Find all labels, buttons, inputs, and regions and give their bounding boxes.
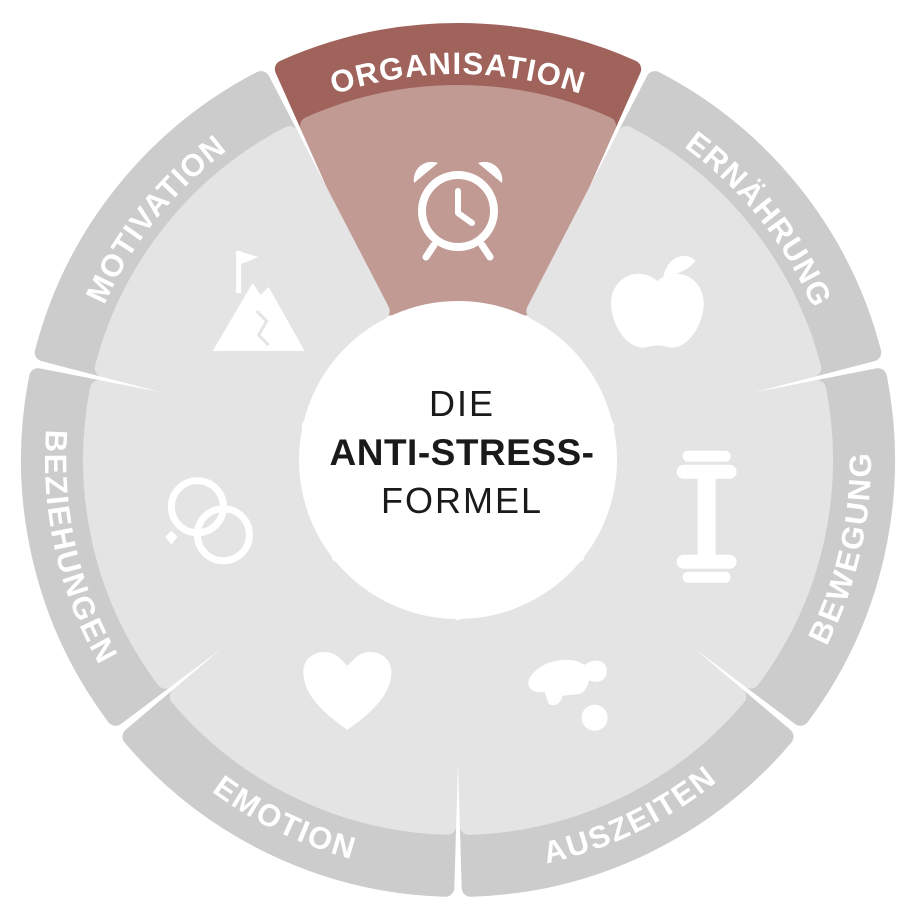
- mountain-flag-icon: [212, 251, 305, 352]
- center-title-line-2: ANTI-STRESS-: [330, 432, 595, 473]
- alarm-clock-icon: [413, 161, 503, 261]
- segment-fill: [83, 380, 333, 689]
- center-title: DIE ANTI-STRESS- FORMEL: [330, 383, 595, 521]
- segment-fill: [94, 126, 390, 427]
- center-title-line-1: DIE: [429, 383, 495, 424]
- center-title-line-3: FORMEL: [381, 480, 543, 521]
- segment-emotion[interactable]: EMOTION: [122, 559, 463, 897]
- segment-beziehungen[interactable]: BEZIEHUNGEN: [21, 368, 333, 726]
- dumbbell-icon: [676, 450, 737, 583]
- rings-icon: [165, 477, 253, 565]
- segments-group: ORGANISATION ERNÄHRUNG BEWEGUNG AUSZEITE…: [21, 23, 895, 897]
- heart-icon: [303, 652, 392, 730]
- apple-icon: [610, 255, 704, 348]
- segment-organisation[interactable]: ORGANISATION: [274, 23, 642, 316]
- resting-person-icon: [528, 659, 608, 731]
- segment-fill: [453, 559, 747, 835]
- segment-auszeiten[interactable]: AUSZEITEN: [453, 559, 794, 897]
- segment-bewegung[interactable]: BEWEGUNG: [583, 368, 895, 726]
